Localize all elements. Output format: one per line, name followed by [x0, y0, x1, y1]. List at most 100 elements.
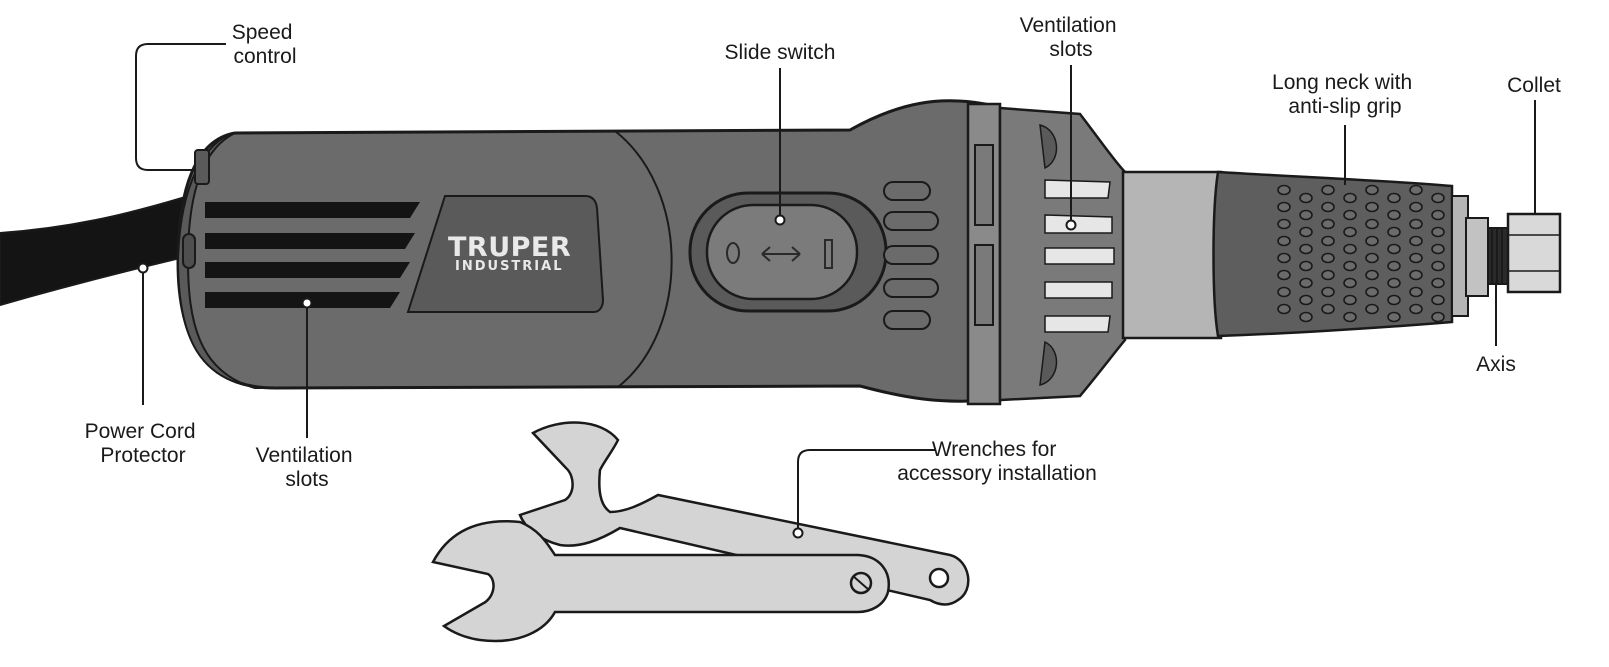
label-vent-top: Ventilation slots [1020, 14, 1123, 61]
wrench-lower[interactable] [431, 520, 891, 643]
slide-switch[interactable] [705, 203, 859, 301]
grip-dot [1299, 243, 1313, 255]
label-collet: Collet [1507, 74, 1561, 97]
screw-slot [852, 575, 870, 591]
grip-dot [1387, 243, 1401, 255]
grip-dot [1321, 286, 1335, 298]
grip-dot [1365, 235, 1379, 247]
leader-dots [137, 214, 1077, 539]
label-slide-switch-line1: Slide switch [725, 41, 836, 64]
grip-dot [1277, 218, 1291, 230]
label-wrenches: Wrenches for accessory installation [897, 438, 1097, 485]
grip-dot [1431, 226, 1445, 238]
collar-band-detail-2 [974, 244, 994, 326]
grip-dot [1277, 252, 1291, 264]
grip-dot [1387, 192, 1401, 204]
grip-dot [1343, 277, 1357, 289]
grip-dot [1431, 192, 1445, 204]
grip-dot [1277, 201, 1291, 213]
grip-dot [1365, 201, 1379, 213]
grip-dot [1299, 192, 1313, 204]
label-power-cord-line1: Power Cord [85, 420, 196, 443]
grip-dot [1321, 235, 1335, 247]
grip-dot [1409, 269, 1423, 281]
grip-dot [1431, 311, 1445, 323]
label-speed-control-line1: Speed [232, 21, 293, 44]
grip-dot [1365, 218, 1379, 230]
collet-nut [1506, 212, 1562, 294]
grip-dot [1321, 252, 1335, 264]
label-collet-line1: Collet [1507, 74, 1561, 97]
label-power-cord: Power Cord Protector [85, 420, 202, 467]
label-long-neck-line2: anti-slip grip [1288, 95, 1401, 118]
grip-dot [1343, 209, 1357, 221]
grip-dot [1409, 201, 1423, 213]
grip-dot [1277, 286, 1291, 298]
label-speed-control-line2: control [233, 45, 296, 68]
switch-on-icon [824, 239, 833, 269]
label-long-neck: Long neck with anti-slip grip [1272, 71, 1418, 118]
grip-dot [1321, 184, 1335, 196]
grip-dot [1365, 303, 1379, 315]
grip-dot [1365, 252, 1379, 264]
label-speed-control: Speed control [232, 21, 299, 68]
grip-dot [1321, 201, 1335, 213]
grip-dot [1277, 269, 1291, 281]
grip-dot [1277, 303, 1291, 315]
housing-seam [614, 130, 673, 388]
brand-name: TRUPER [448, 232, 571, 263]
grip-dot [1343, 243, 1357, 255]
grip-dot [1299, 311, 1313, 323]
axis-thread [1487, 227, 1509, 285]
grip-dot [1343, 226, 1357, 238]
grip-dot [1299, 209, 1313, 221]
cone-side-ribs [1039, 124, 1058, 386]
grip-dot [1343, 192, 1357, 204]
grip-dot [1321, 269, 1335, 281]
label-vent-bottom-line2: slots [285, 468, 328, 491]
tail-cap [176, 132, 263, 389]
grip-dot [1387, 260, 1401, 272]
grip-dot [1409, 218, 1423, 230]
switch-direction-arrows-icon [761, 246, 801, 262]
label-wrenches-line2: accessory installation [897, 462, 1097, 485]
grip-dot [1299, 294, 1313, 306]
grip-dot [1387, 311, 1401, 323]
grip-dot [1409, 303, 1423, 315]
label-power-cord-line2: Protector [100, 444, 185, 467]
label-axis-line1: Axis [1476, 353, 1516, 376]
label-vent-bottom: Ventilation slots [256, 444, 359, 491]
grip-dot [1277, 235, 1291, 247]
grip-dot [1299, 226, 1313, 238]
grip-dot [1387, 277, 1401, 289]
label-vent-bottom-line1: Ventilation [256, 444, 353, 467]
grip-dot [1343, 260, 1357, 272]
brand-plate [406, 195, 605, 313]
grip-dot [1387, 294, 1401, 306]
label-axis: Axis [1476, 353, 1516, 376]
label-vent-top-line1: Ventilation [1020, 14, 1117, 37]
nose-step [1465, 217, 1489, 297]
grip-dot [1431, 260, 1445, 272]
cord-protector-tab [182, 233, 196, 269]
wrench-upper-hole [928, 567, 950, 589]
label-vent-top-line2: slots [1049, 38, 1092, 61]
speed-control-knob [194, 149, 210, 185]
leader-lines [135, 43, 1536, 533]
grip-dot [1321, 218, 1335, 230]
grip-dot-pattern [1277, 184, 1445, 323]
grip-dot [1299, 260, 1313, 272]
grip-dot [1409, 286, 1423, 298]
switch-off-icon [726, 242, 740, 264]
grip-dot [1431, 294, 1445, 306]
grip-dot [1277, 184, 1291, 196]
front-grip-slots [883, 181, 939, 330]
grip-dot [1409, 252, 1423, 264]
label-long-neck-line1: Long neck with [1272, 71, 1412, 94]
front-ventilation-slots [1044, 179, 1115, 333]
label-slide-switch: Slide switch [725, 41, 836, 64]
grip-dot [1365, 184, 1379, 196]
grip-dot [1431, 277, 1445, 289]
grip-dot [1431, 243, 1445, 255]
